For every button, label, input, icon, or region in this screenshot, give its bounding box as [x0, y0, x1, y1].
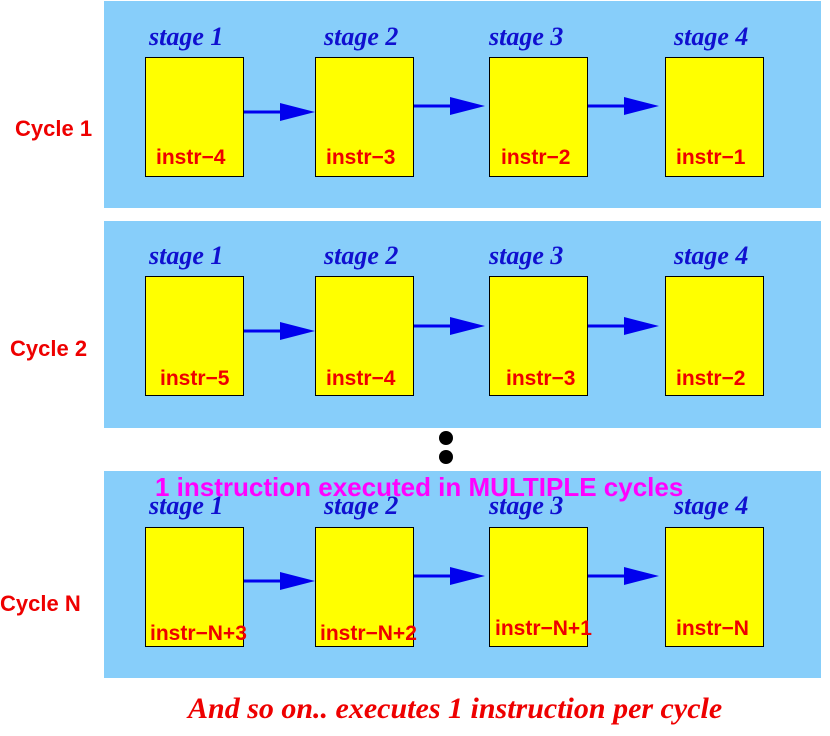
row2-stage-4-box: [665, 276, 764, 396]
row2-arrow-1-to-2-icon: [244, 322, 315, 340]
row3-stage-4-label: stage 4: [674, 491, 749, 520]
row1-arrow-2-to-3-icon: [414, 97, 485, 115]
footer-caption: And so on.. executes 1 instruction per c…: [188, 692, 723, 725]
row3-stage-1-box: [145, 527, 244, 647]
row1-arrow-1-to-2-icon: [244, 103, 315, 121]
row3-stage-3-label: stage 3: [489, 491, 564, 520]
row1-stage-3-label: stage 3: [489, 22, 564, 51]
row2-stage-1-instr: instr−5: [160, 367, 230, 390]
ellipsis-dot-bottom: [439, 450, 453, 464]
row2-stage-3-label: stage 3: [489, 241, 564, 270]
row2-arrow-2-to-3-icon: [414, 317, 485, 335]
row1-stage-3-instr: instr−2: [501, 146, 571, 169]
row1-stage-4-label: stage 4: [674, 22, 749, 51]
row2-stage-4-instr: instr−2: [676, 367, 746, 390]
row3-stage-4-instr: instr−N: [676, 617, 749, 640]
row1-stage-4-instr: instr−1: [676, 146, 746, 169]
row3-stage-1-instr: instr−N+3: [150, 622, 247, 645]
row3-stage-2-instr: instr−N+2: [320, 622, 417, 645]
row1-stage-1-instr: instr−4: [156, 146, 226, 169]
multiple-cycles-note: 1 instruction executed in MULTIPLE cycle…: [155, 472, 684, 502]
row3-stage-3-box: [489, 527, 588, 647]
row2-stage-1-box: [145, 276, 244, 396]
row1-stage-2-box: [315, 57, 414, 177]
row1-stage-1-label: stage 1: [149, 22, 224, 51]
row3-stage-3-instr: instr−N+1: [495, 617, 592, 640]
row2-arrow-3-to-4-icon: [588, 317, 659, 335]
row3-stage-1-label: stage 1: [149, 491, 224, 520]
cycle-n-label: Cycle N: [0, 591, 81, 616]
row1-stage-3-box: [489, 57, 588, 177]
row3-stage-4-box: [665, 527, 764, 647]
row2-stage-3-instr: instr−3: [506, 367, 576, 390]
row3-arrow-1-to-2-icon: [244, 572, 315, 590]
row1-arrow-3-to-4-icon: [588, 97, 659, 115]
row1-stage-4-box: [665, 57, 764, 177]
row2-stage-2-label: stage 2: [324, 241, 399, 270]
row2-stage-1-label: stage 1: [149, 241, 224, 270]
row2-stage-2-instr: instr−4: [326, 367, 396, 390]
row1-stage-1-box: [145, 57, 244, 177]
row2-stage-3-box: [489, 276, 588, 396]
row1-stage-2-label: stage 2: [324, 22, 399, 51]
cycle-1-label: Cycle 1: [15, 116, 93, 141]
ellipsis-dot-top: [439, 431, 453, 445]
row3-stage-2-label: stage 2: [324, 491, 399, 520]
row3-arrow-3-to-4-icon: [588, 567, 659, 585]
row3-arrow-2-to-3-icon: [414, 567, 485, 585]
row1-stage-2-instr: instr−3: [326, 146, 396, 169]
row2-stage-4-label: stage 4: [674, 241, 749, 270]
cycle-2-label: Cycle 2: [10, 336, 88, 361]
row3-stage-2-box: [315, 527, 414, 647]
row2-stage-2-box: [315, 276, 414, 396]
